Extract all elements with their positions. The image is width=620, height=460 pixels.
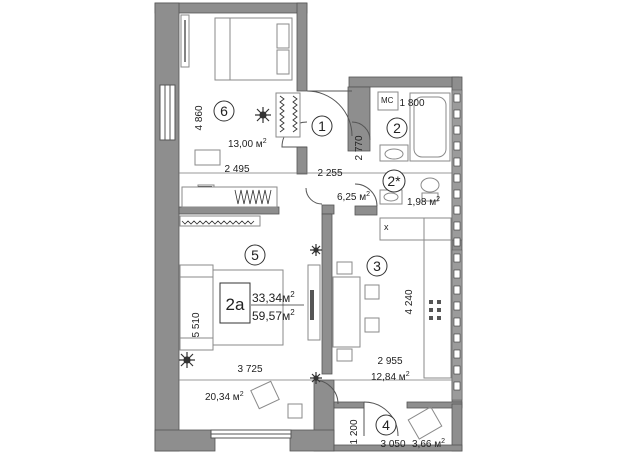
room-1-number: 1 (318, 118, 326, 134)
total-area: 59,57м2 (252, 308, 295, 323)
sofa (179, 264, 284, 351)
room-1-dim-horizontal: 2 255 (317, 168, 342, 179)
living-area: 33,34м2 (252, 290, 295, 305)
room-6-number: 6 (220, 103, 228, 119)
washer (377, 91, 399, 111)
wardrobe (275, 92, 301, 138)
room-2-number: 2 (393, 120, 401, 136)
divider-lines (179, 172, 452, 381)
room-5-number: 5 (251, 247, 259, 263)
room-3-number: 3 (373, 258, 381, 274)
plant-icons (179, 107, 322, 384)
room-4: 4 1 200 3 050 3,66 м2 (349, 414, 445, 450)
room-4-number: 4 (382, 417, 390, 433)
room-3-area: 12,84 м2 (371, 371, 410, 383)
tv-unit (307, 264, 321, 341)
room-3-dim-horizontal: 2 955 (377, 356, 402, 367)
room-6-dim-vertical: 4 860 (194, 105, 205, 130)
room-2-star-number: 2* (387, 173, 401, 189)
room-5-dim-vertical: 5 510 (191, 312, 202, 337)
bed (214, 17, 293, 81)
room-4-area: 3,66 м2 (412, 438, 445, 450)
room-6-area: 13,00 м2 (228, 138, 267, 150)
room-5-area: 20,34 м2 (205, 391, 244, 403)
room-3-x-label: x (384, 222, 389, 232)
bedroom-shelf (180, 14, 190, 68)
room-6: 6 13,00 м2 4 860 2 495 (194, 100, 267, 175)
walls (154, 2, 463, 452)
room-2-star-area: 1,98 м2 (407, 196, 440, 208)
room-1-area: 6,25 м2 (337, 191, 370, 203)
room-2-dim-horizontal: 1 800 (399, 98, 424, 109)
room-4-dim-vertical: 1 200 (349, 419, 360, 444)
apartment-type: 2а (226, 295, 245, 314)
apartment-badge: 2а 33,34м2 59,57м2 (219, 282, 304, 324)
room-3-dim-vertical: 4 240 (404, 289, 415, 314)
windows (159, 84, 463, 439)
room-2: 2 МС 1 800 (381, 96, 425, 139)
room-1-dim-vertical: 2 770 (354, 135, 365, 160)
living-shelf (179, 215, 261, 227)
room-5-dim-horizontal: 3 725 (237, 364, 262, 375)
bathtub (409, 92, 451, 162)
room-4-dim-horizontal: 3 050 (380, 439, 405, 450)
armchair (250, 380, 303, 419)
room-2-mc-label: МС (381, 96, 394, 105)
kitchen-counter (379, 217, 452, 379)
toilet (420, 177, 440, 202)
room-3: 3 x 4 240 2 955 12,84 м2 (366, 222, 415, 383)
room-1: 1 2 255 6,25 м2 2 770 (311, 115, 370, 203)
hall-closet (181, 186, 278, 208)
room-2-star: 2* 1,98 м2 (382, 169, 440, 208)
washbasin (379, 144, 409, 205)
room-6-dim-horizontal: 2 495 (224, 164, 249, 175)
dining-table (332, 261, 380, 362)
balcony-chair (407, 406, 443, 440)
doors (281, 90, 399, 437)
room-5: 5 5 510 3 725 20,34 м2 (191, 244, 266, 403)
